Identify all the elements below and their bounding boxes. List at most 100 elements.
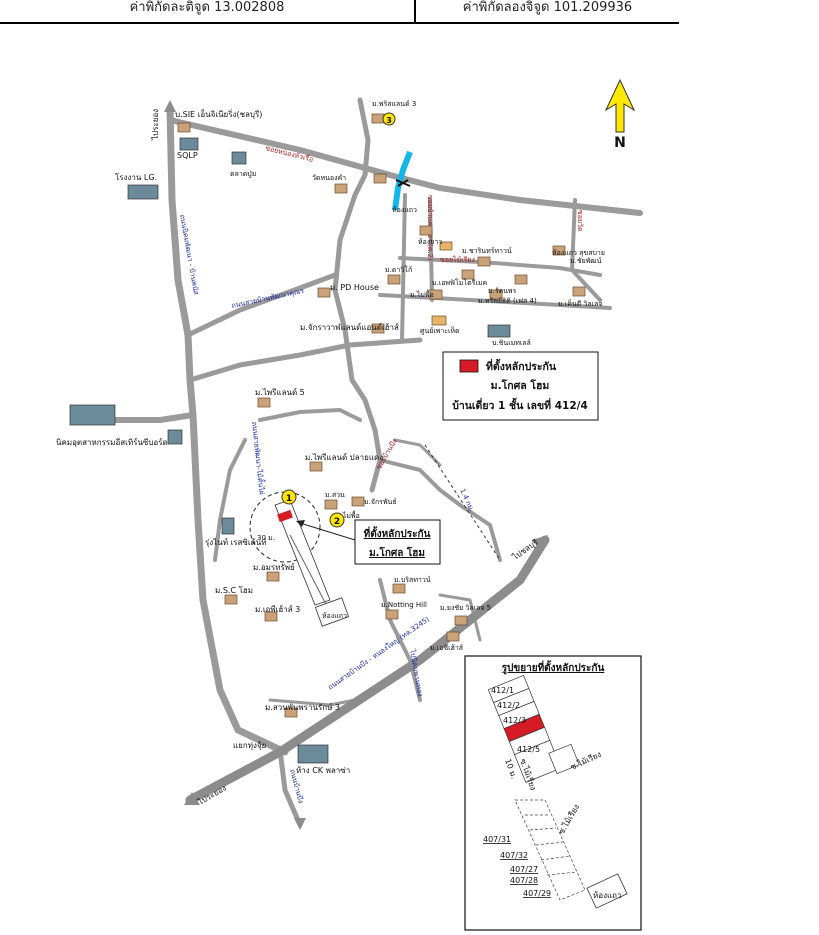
place-label-easyland: ม.เอซีเฮ้าส์: [430, 644, 464, 652]
road-label-distance: 1.4 กม.: [458, 487, 476, 513]
north-arrow: N: [604, 78, 636, 151]
road-center-link: [213, 438, 247, 562]
house-icon: [552, 245, 566, 256]
inset-building: [586, 873, 628, 909]
house-icon: [392, 583, 406, 594]
road-south-1: [378, 578, 422, 702]
place-label-banmon2: ม.ไม่พื้อ: [336, 509, 360, 520]
latitude-cell: ค่าพิกัดละติจูด 13.002808: [0, 0, 416, 24]
place-label-jakrawan: ม.จักราวาฬแลนด์แอนด์เฮ้าส์: [300, 322, 399, 332]
callout-name: ม.โกศล โฮม: [369, 546, 425, 559]
soi-width-label: 30 ม.: [257, 534, 275, 542]
house-icon: [429, 289, 443, 300]
inset-dashed-lot: [546, 871, 578, 876]
house-icon: [514, 274, 528, 285]
callout-arrow: [296, 520, 305, 527]
inset-lot-label-b3: 407/27: [510, 865, 538, 874]
access-road: [289, 534, 331, 613]
factory-icon: [179, 137, 199, 151]
place-label-brittown: ม.บริสทาวน์: [394, 576, 431, 584]
inset-lot-block-top: [487, 674, 562, 783]
place-label-sc-home: ม.S.C โฮม: [215, 585, 253, 595]
longitude-cell: ค่าพิกัดลองจิจูด 101.209936: [416, 0, 679, 24]
latitude-label: ค่าพิกัดละติจูด 13.002808: [129, 0, 285, 15]
marker-1-label: 1: [286, 494, 292, 504]
road-east-5: [570, 198, 602, 302]
place-label-dawadee: ม.ดาวิโก้: [385, 265, 412, 274]
place-label-charin: ม.ชารินทร์ทาวน์: [462, 247, 512, 255]
legend-swatch: [459, 359, 479, 373]
house-icon: [317, 287, 331, 298]
place-label-nong-yao: ห้องยาว: [418, 238, 442, 246]
road-label-wat: ซอยวัด: [576, 210, 584, 232]
house-icon: [371, 323, 385, 334]
road-arrow-south: [294, 818, 306, 830]
road-top-diagonal: [167, 117, 643, 216]
road-south-2: [438, 593, 482, 642]
road-south-ck: [277, 747, 303, 828]
road-east-2: [428, 198, 434, 302]
inset-dashed-lot: [535, 841, 564, 846]
house-icon: [264, 611, 278, 622]
road-soi-east-2: [393, 438, 442, 467]
place-label-nong-khao: ห้องแถว: [392, 206, 417, 214]
road-east-1: [400, 193, 407, 342]
place-label-company: บ.ชินเมทเลล์: [492, 339, 531, 347]
temple-icons: [431, 241, 453, 326]
road-network: [107, 97, 643, 828]
place-label-rungroj: ห้องแถว สุขสบาย: [552, 249, 605, 257]
place-label-lg: โรงงาน LG.: [115, 172, 157, 182]
place-label-ephouse3: ม.เอพีเฮ้าส์ 3: [255, 604, 300, 614]
place-label-sqlp: SQLP: [177, 151, 198, 160]
place-label-rung-rot: รุ่งไนท์ เรสซิเด้นท์: [205, 537, 267, 547]
place-label-sapmongkol: ม.ทรัพย์ธิติ (เฟส 4): [478, 297, 537, 305]
house-icon: [454, 615, 468, 626]
inset-dashed-lot: [514, 799, 586, 901]
road-south-link: [268, 698, 357, 707]
place-label-amarin: ม.อมรทรัพย์: [253, 562, 295, 572]
inset-dashed-lot: [529, 827, 557, 831]
house-icon: [419, 225, 433, 236]
place-label-jakraphan: ม.จักรพันธ์: [364, 498, 397, 506]
temple-icon: [439, 241, 453, 251]
place-labels: บ.SIE เอ็นจิเนียริ่ง(ชลบุรี) SQLP โรงงาน…: [56, 100, 605, 775]
house-icon: [284, 707, 298, 718]
place-label-sirin-5: ม.ไพรีแลนด์ 5: [255, 387, 305, 397]
stream: [392, 150, 413, 211]
factory-icon: [127, 184, 159, 200]
legend-detail: บ้านเดี่ยว 1 ชั้น เลขที่ 412/4: [452, 397, 588, 412]
place-label-notting: ม.Notting Hill: [381, 601, 427, 609]
callout-box: [354, 519, 441, 565]
callout-title: ที่ตั้งหลักประกัน: [364, 526, 431, 540]
inset-map: รูปขยายที่ตั้งหลักประกัน 412/1 412/2 412…: [464, 655, 642, 931]
coordinates-header: ค่าพิกัดละติจูด 13.002808 ค่าพิกัดลองจิจ…: [0, 0, 819, 24]
inset-lot-label-3: 412/3: [503, 716, 526, 725]
place-label-ck-plaza: ห้าง CK พลาซ่า: [296, 766, 350, 775]
factory-icon: [297, 744, 329, 764]
house-icon: [334, 183, 348, 194]
road-mid-ew: [187, 337, 423, 383]
road-east-3: [398, 256, 602, 277]
place-label-yaek: แยกทุ่งจุ้ย: [233, 741, 266, 750]
house-icon: [324, 499, 338, 510]
house-icon: [477, 256, 491, 267]
place-label-sirin-pnd: ม.ไพรีแลนด์ ปลายแดง: [305, 452, 383, 462]
marker-2: [329, 512, 345, 528]
house-icon: [387, 274, 401, 285]
inset-neighbor-lot: [548, 743, 580, 775]
property-lot-highlight: [277, 509, 293, 523]
place-label-market: ตลาดปู่ม: [230, 170, 256, 178]
callout-leader: [299, 522, 356, 541]
inset-lot-label-2: 412/2: [497, 701, 520, 710]
road-center-loop: [258, 408, 362, 422]
place-label-ephillip: ม.เอพฟิโมโตรีเมค: [432, 278, 487, 287]
highway-3245: [185, 535, 550, 805]
house-icon: [385, 609, 399, 620]
shophouse-label: ห้องแถว: [322, 612, 347, 620]
house-icon: [224, 594, 238, 605]
place-label-rattanaphon: ม.รัตนพร: [488, 287, 517, 295]
north-label: N: [614, 135, 626, 151]
longitude-label: ค่าพิกัดลองจิจูด 101.209936: [462, 0, 633, 15]
factory-icon: [231, 151, 247, 165]
